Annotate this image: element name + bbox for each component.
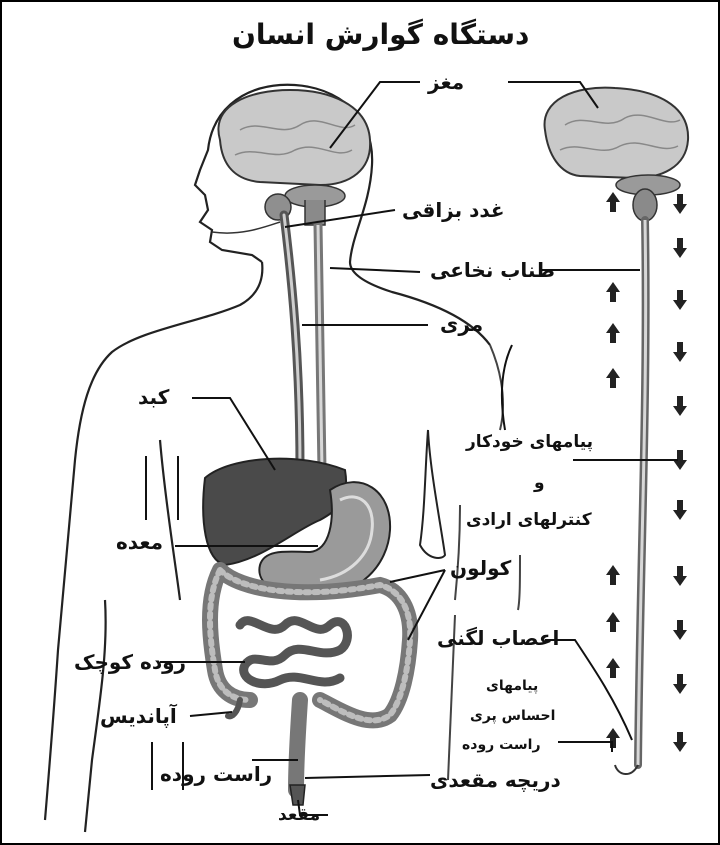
small-intestine-shape xyxy=(240,621,347,684)
down-arrows xyxy=(673,194,687,752)
label-sensation-of-fullness: احساس پری xyxy=(470,708,555,724)
label-rectum-left: راست روده xyxy=(160,762,272,786)
leader-lines xyxy=(146,82,678,815)
label-brain: مغز xyxy=(428,70,464,94)
label-autonomic-messages: پیامهای خودکار xyxy=(466,432,593,452)
rectum-shape xyxy=(296,700,300,790)
label-colon: کولون xyxy=(450,556,511,580)
label-stomach: معده xyxy=(116,530,163,554)
label-rectum-right: راست روده xyxy=(462,737,541,753)
label-anus: مقعد xyxy=(278,805,320,825)
brain-main xyxy=(218,90,370,225)
label-messages: پیامهای xyxy=(486,678,538,694)
label-pelvic-nerves: اعصاب لگنی xyxy=(437,626,559,650)
label-voluntary-controls: کنترلهای ارادی xyxy=(466,510,592,530)
arm-contour xyxy=(420,430,445,558)
label-spinal-cord: طناب نخاعی xyxy=(430,258,555,282)
label-anal-sphincter: دریچه مقعدی xyxy=(430,768,561,792)
label-salivary-glands: غدد بزاقی xyxy=(402,198,505,222)
label-small-intestine: روده کوچک xyxy=(74,650,186,674)
up-arrows xyxy=(606,192,620,748)
diagram-title: دستگاه گوارش انسان xyxy=(232,18,529,51)
label-liver: کبد xyxy=(138,385,169,409)
label-esophagus: مری xyxy=(440,312,483,336)
label-and: و xyxy=(534,473,545,493)
label-appendix: آپاندیس xyxy=(100,704,177,728)
